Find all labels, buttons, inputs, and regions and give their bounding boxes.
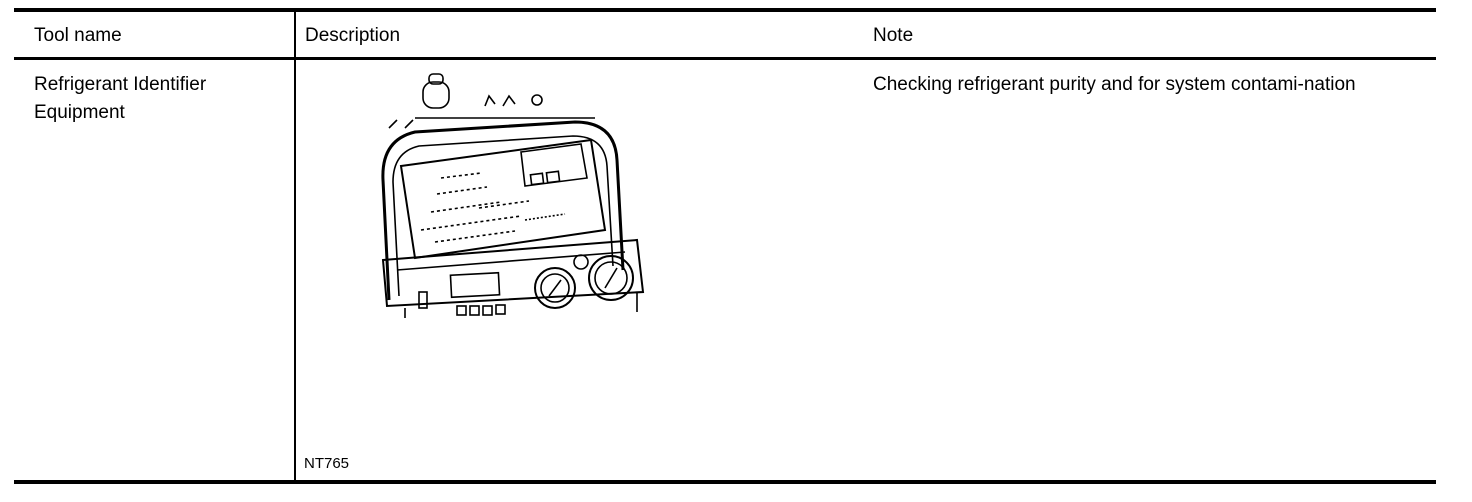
tool-name-cell: Refrigerant Identifier Equipment <box>34 74 207 123</box>
table-top-rule <box>14 8 1436 12</box>
column-divider <box>294 12 296 480</box>
table-header-rule <box>14 57 1436 60</box>
header-tool-name: Tool name <box>34 25 122 46</box>
refrigerant-identifier-equipment-icon <box>381 73 645 318</box>
table-bottom-rule <box>14 480 1436 484</box>
figure-code: NT765 <box>304 455 350 472</box>
header-description: Description <box>305 25 401 46</box>
header-note: Note <box>873 25 914 46</box>
note-cell: Checking refrigerant purity and for syst… <box>873 74 1356 95</box>
tool-table: Tool name Description Note Refrigerant I… <box>14 8 1436 484</box>
